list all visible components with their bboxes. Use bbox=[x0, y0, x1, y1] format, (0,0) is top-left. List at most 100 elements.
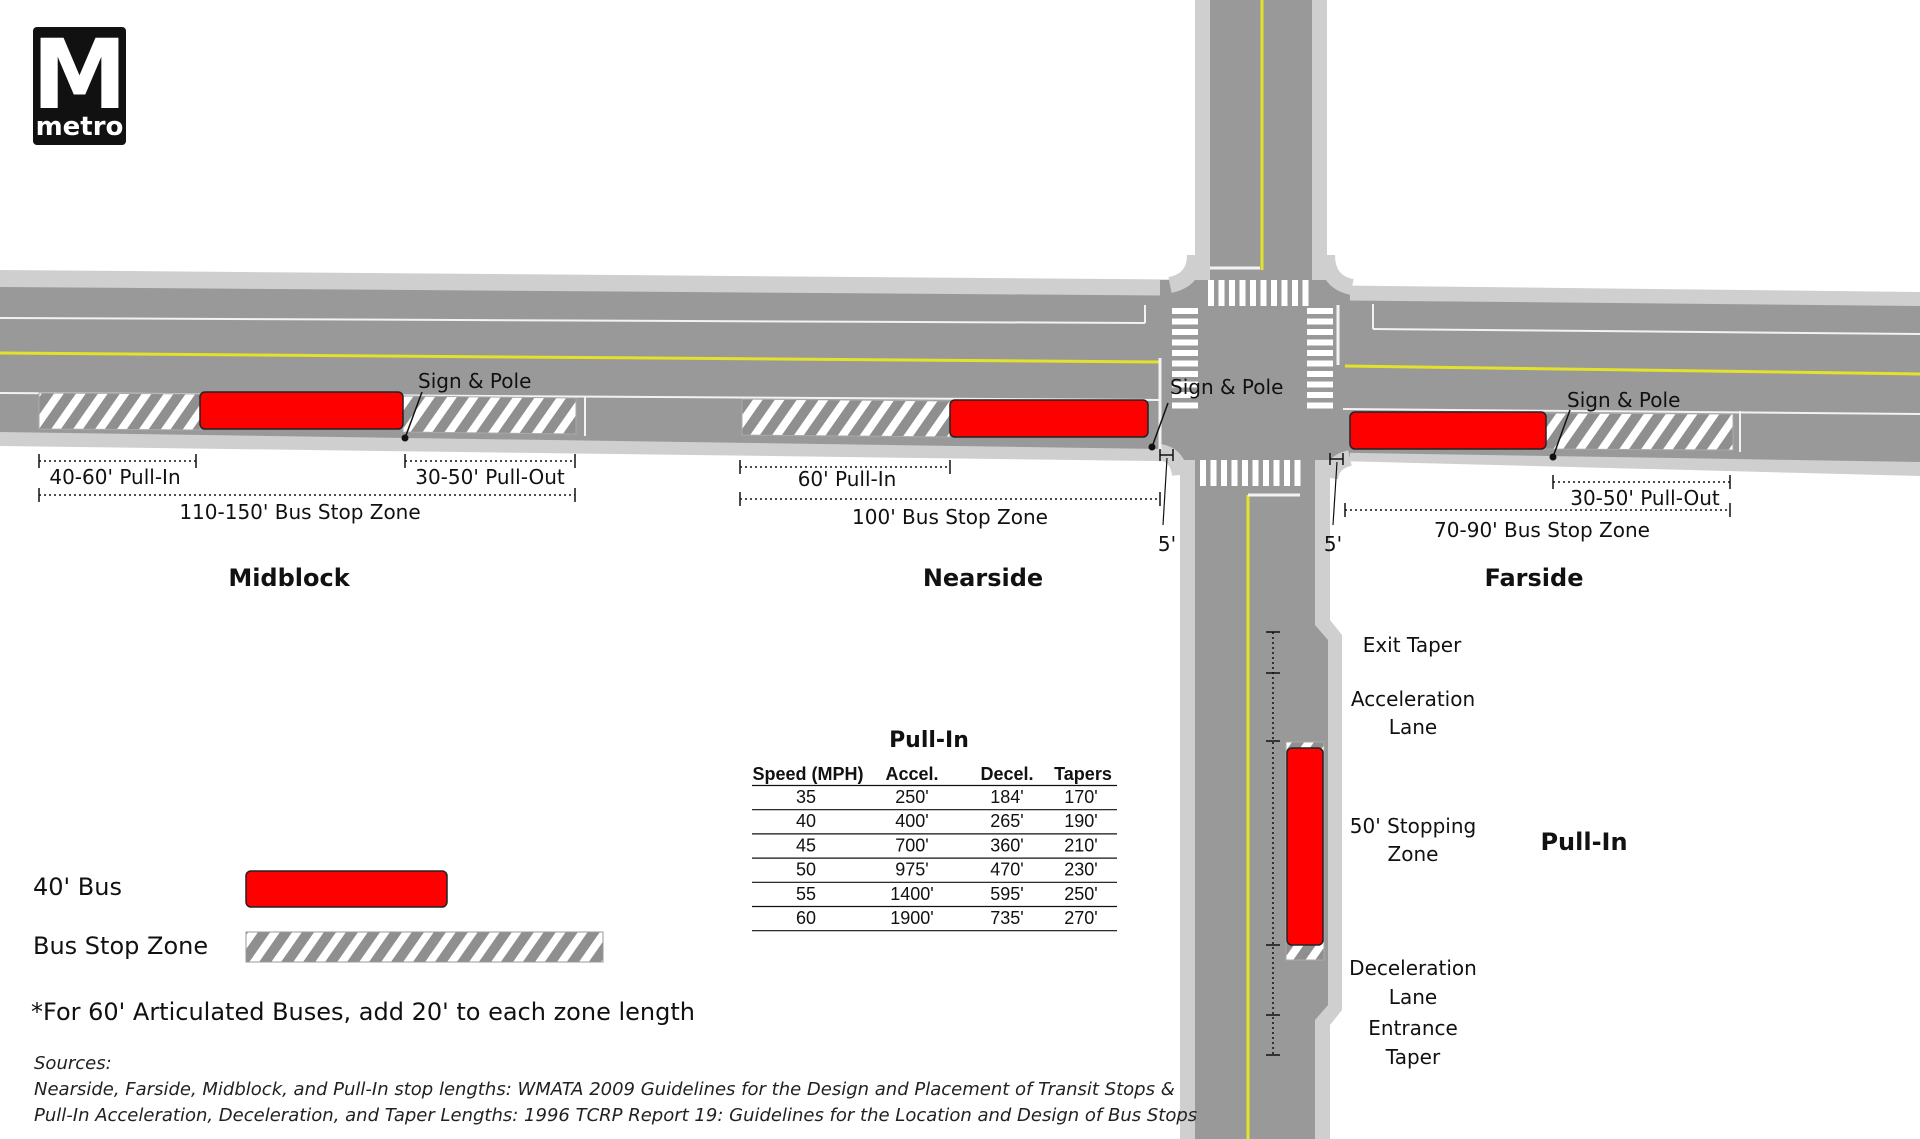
pullin-accel-line1: Acceleration bbox=[1351, 687, 1475, 711]
crosswalk-west bbox=[1172, 308, 1198, 409]
pullin-exit-taper: Exit Taper bbox=[1363, 633, 1462, 657]
sources-line1: Nearside, Farside, Midblock, and Pull-In… bbox=[34, 1079, 1175, 1100]
nearside-bus bbox=[949, 399, 1149, 438]
table-cell: 210' bbox=[1064, 835, 1097, 855]
legend-zone-label: Bus Stop Zone bbox=[33, 932, 208, 960]
table-cell: 184' bbox=[990, 787, 1023, 807]
legend: 40' Bus Bus Stop Zone *For 60' Articulat… bbox=[31, 870, 695, 1026]
table-header-decel: Decel. bbox=[980, 764, 1033, 784]
nearside-sign-label: Sign & Pole bbox=[1170, 375, 1283, 399]
table-cell: 470' bbox=[990, 860, 1023, 880]
crosswalk-stripe bbox=[1307, 392, 1333, 398]
midblock-title: Midblock bbox=[228, 564, 350, 592]
pullin-title: Pull-In bbox=[1540, 828, 1627, 856]
crosswalk-stripe bbox=[1307, 318, 1333, 325]
midblock-zone-west bbox=[38, 392, 201, 431]
south-road bbox=[1195, 440, 1328, 1139]
crosswalk-stripe bbox=[1252, 460, 1259, 486]
nearside-offset-label: 5' bbox=[1158, 532, 1176, 556]
crosswalk-stripe bbox=[1307, 350, 1333, 356]
crosswalk-stripe bbox=[1231, 460, 1238, 486]
crosswalk-stripe bbox=[1307, 329, 1333, 335]
crosswalk-stripe bbox=[1250, 280, 1256, 306]
pullin-bus bbox=[1286, 747, 1324, 946]
legend-bus-label: 40' Bus bbox=[33, 873, 122, 901]
midblock-zone-label: 110-150' Bus Stop Zone bbox=[179, 500, 420, 524]
table-cell: 265' bbox=[990, 811, 1023, 831]
legend-zone-swatch bbox=[245, 931, 604, 963]
crosswalk-stripe bbox=[1302, 280, 1309, 306]
crosswalk-stripe bbox=[1263, 460, 1269, 486]
crosswalk-south bbox=[1200, 460, 1301, 486]
table-cell: 975' bbox=[895, 860, 928, 880]
crosswalk-stripe bbox=[1260, 280, 1267, 306]
west-centerline bbox=[0, 351, 1161, 364]
crosswalk-stripe bbox=[1307, 339, 1333, 346]
crosswalk-stripe bbox=[1307, 381, 1333, 388]
table-cell: 55 bbox=[796, 884, 816, 904]
pullin-stop-line1: 50' Stopping bbox=[1350, 814, 1476, 838]
crosswalk-stripe bbox=[1284, 460, 1290, 486]
crosswalk-stripe bbox=[1208, 280, 1214, 306]
crosswalk-stripe bbox=[1307, 308, 1333, 314]
crosswalk-stripe bbox=[1221, 460, 1227, 486]
table-cell: 50 bbox=[796, 860, 816, 880]
crosswalk-stripe bbox=[1172, 392, 1198, 398]
east-centerline bbox=[1344, 364, 1920, 376]
midblock-sign-pole bbox=[401, 434, 409, 442]
farside-zone-label: 70-90' Bus Stop Zone bbox=[1434, 518, 1650, 542]
crosswalk-stripe bbox=[1307, 360, 1333, 367]
crosswalk-stripe bbox=[1281, 280, 1288, 306]
crosswalk-east bbox=[1307, 308, 1333, 409]
crosswalk-stripe bbox=[1210, 460, 1217, 486]
nearside-zone bbox=[741, 398, 951, 438]
nearside-title: Nearside bbox=[923, 564, 1043, 592]
nearside-stop: Sign & Pole 60' Pull-In 100' Bus Stop Zo… bbox=[739, 375, 1283, 592]
pullin-entrance-line2: Taper bbox=[1385, 1045, 1441, 1069]
crosswalk-stripe bbox=[1271, 280, 1277, 306]
farside-zone bbox=[1543, 412, 1734, 451]
crosswalk-stripe bbox=[1239, 280, 1246, 306]
table-cell: 35 bbox=[796, 787, 816, 807]
pullin-decel-line2: Lane bbox=[1389, 985, 1437, 1009]
crosswalk-stripe bbox=[1242, 460, 1248, 486]
nearside-sign-pole bbox=[1148, 443, 1156, 451]
crosswalk-stripe bbox=[1200, 460, 1206, 486]
midblock-bus bbox=[199, 391, 404, 430]
crosswalk-stripe bbox=[1172, 318, 1198, 325]
crosswalk-stripe bbox=[1307, 371, 1333, 377]
sources: Sources: Nearside, Farside, Midblock, an… bbox=[34, 1053, 1197, 1126]
crosswalk-stripe bbox=[1172, 402, 1198, 409]
farside-offset-label: 5' bbox=[1324, 532, 1342, 556]
crosswalk-stripe bbox=[1307, 402, 1333, 409]
table-cell: 170' bbox=[1064, 787, 1097, 807]
crosswalk-stripe bbox=[1172, 350, 1198, 356]
table-cell: 60 bbox=[796, 908, 816, 928]
table-header-speed: Speed (MPH) bbox=[752, 764, 863, 784]
table-cell: 270' bbox=[1064, 908, 1097, 928]
table-cell: 735' bbox=[990, 908, 1023, 928]
legend-bus-swatch bbox=[245, 870, 448, 908]
metro-logo: M metro bbox=[32, 19, 128, 145]
crosswalk-stripe bbox=[1294, 460, 1301, 486]
intersection bbox=[1160, 280, 1350, 460]
sources-heading: Sources: bbox=[34, 1053, 112, 1074]
midblock-sign-label: Sign & Pole bbox=[418, 369, 531, 393]
table-cell: 400' bbox=[895, 811, 928, 831]
pullin-stop: Exit Taper Acceleration Lane 50' Stoppin… bbox=[1266, 631, 1628, 1069]
logo-letter: M bbox=[32, 19, 128, 131]
table-cell: 40 bbox=[796, 811, 816, 831]
pullin-decel-line1: Deceleration bbox=[1349, 956, 1477, 980]
table-cell: 250' bbox=[1064, 884, 1097, 904]
table-cell: 190' bbox=[1064, 811, 1097, 831]
crosswalk-stripe bbox=[1172, 339, 1198, 346]
sources-line2: Pull-In Acceleration, Deceleration, and … bbox=[34, 1105, 1197, 1126]
pullin-entrance-line1: Entrance bbox=[1368, 1016, 1458, 1040]
farside-sign-label: Sign & Pole bbox=[1567, 388, 1680, 412]
table-header-accel: Accel. bbox=[885, 764, 938, 784]
table-cell: 230' bbox=[1064, 860, 1097, 880]
pullin-table: Pull-In Speed (MPH) Accel. Decel. Tapers… bbox=[752, 728, 1117, 932]
crosswalk-stripe bbox=[1172, 381, 1198, 388]
farside-stop: Sign & Pole 30-50' Pull-Out 70-90' Bus S… bbox=[1324, 388, 1734, 592]
